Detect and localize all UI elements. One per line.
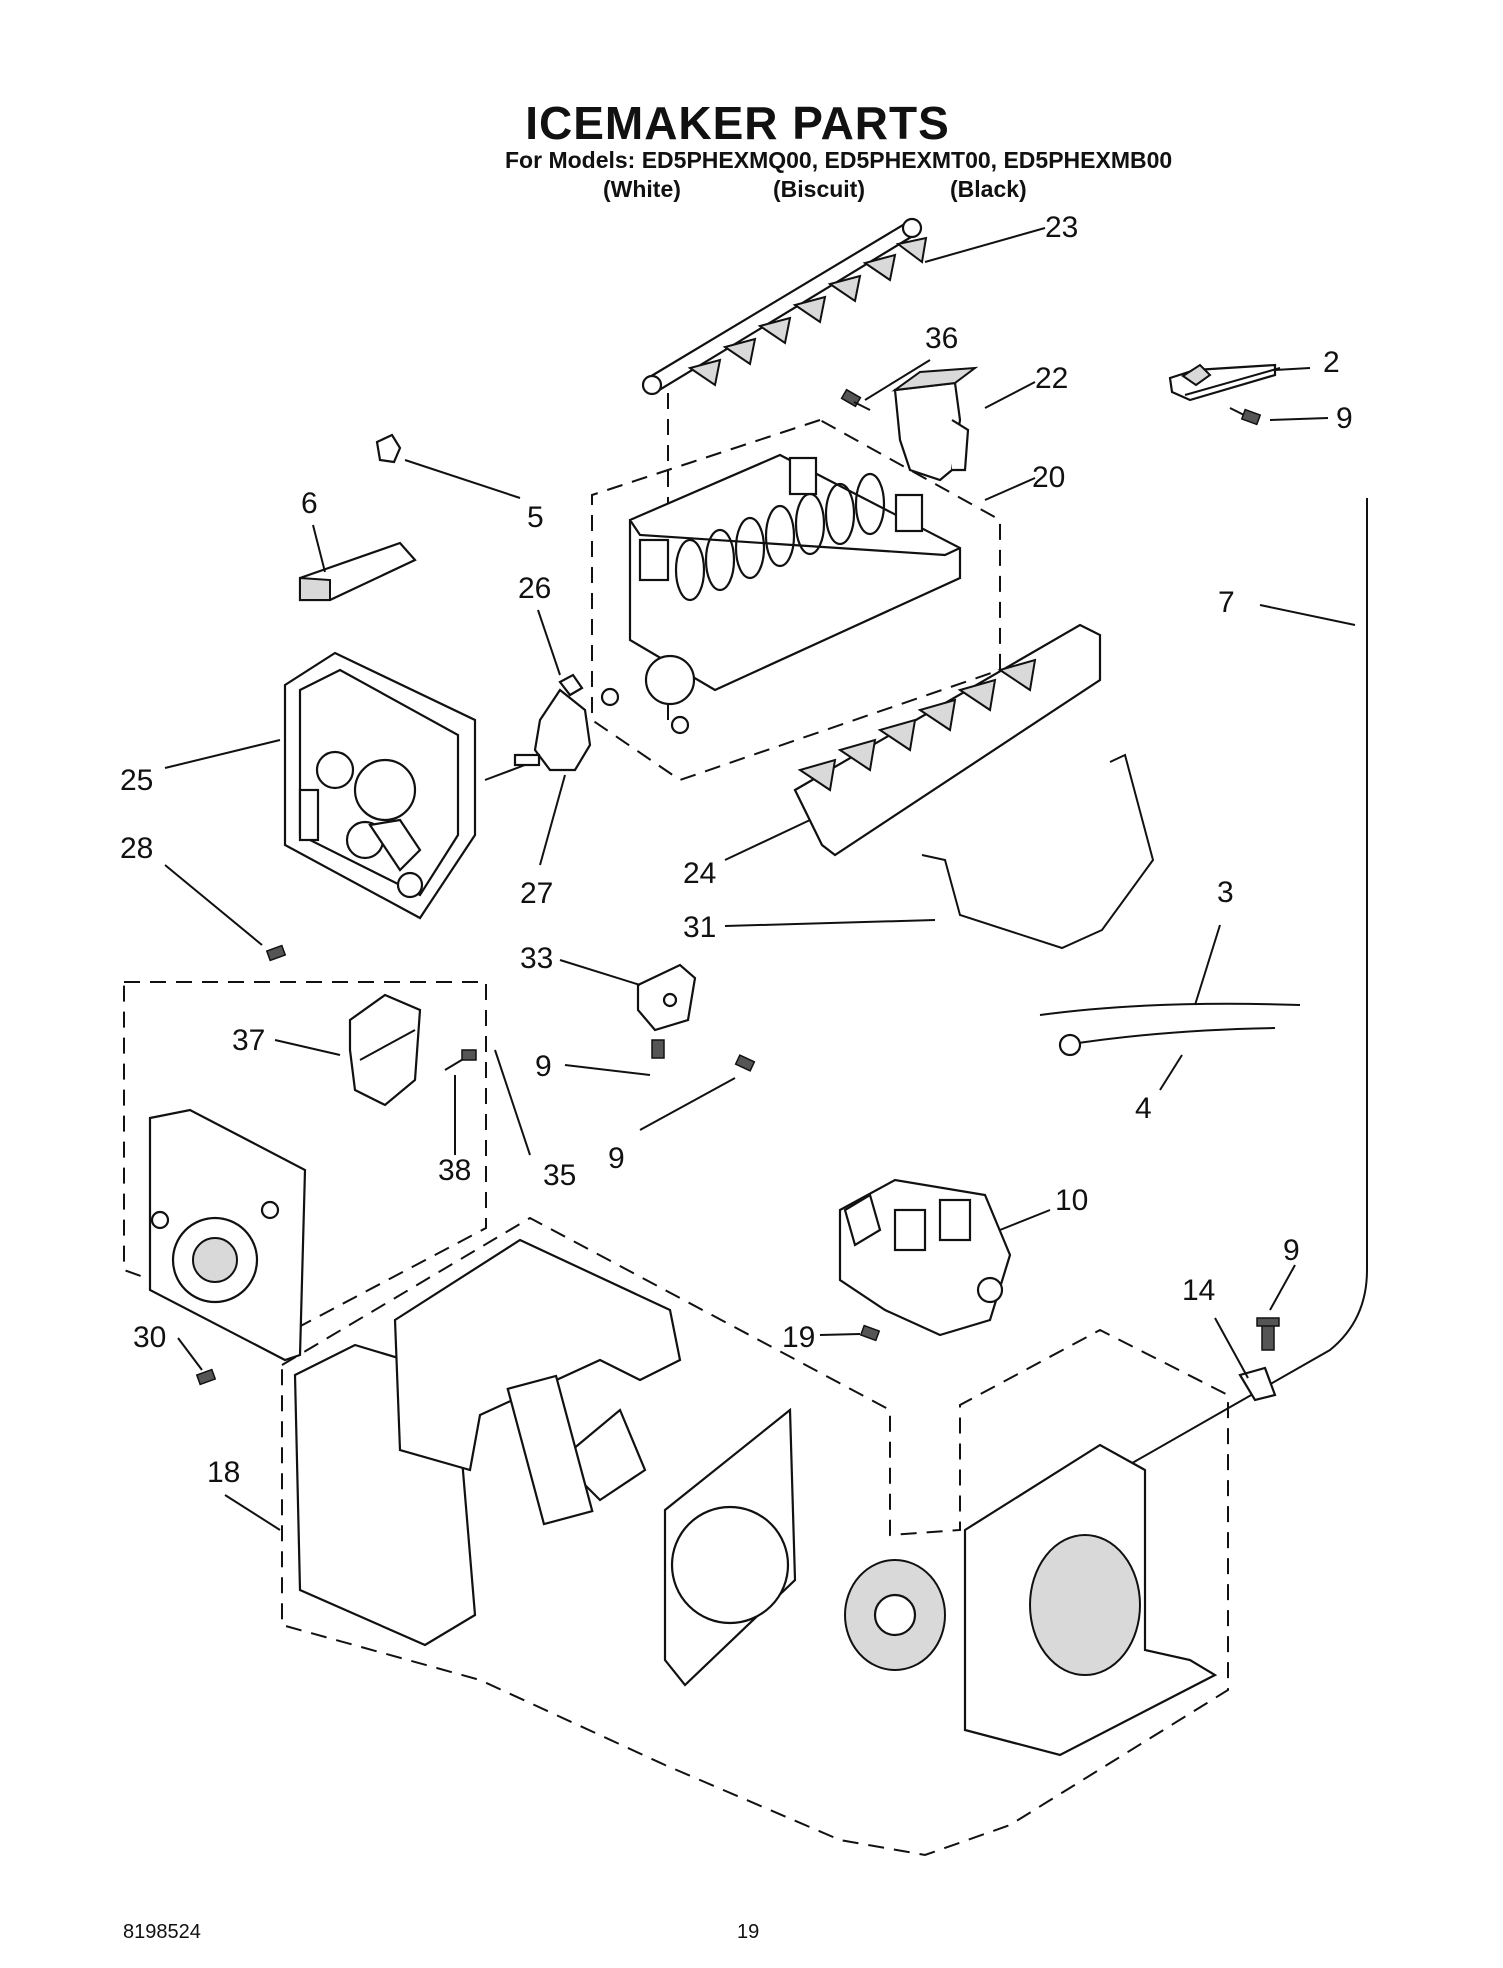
callout-37: 37 xyxy=(232,1024,265,1057)
callout-30: 30 xyxy=(133,1321,166,1354)
document-number: 8198524 xyxy=(123,1921,201,1943)
callout-2: 2 xyxy=(1323,346,1340,379)
callout-35: 35 xyxy=(543,1159,576,1192)
callout-19: 19 xyxy=(782,1321,815,1354)
models-line: For Models: ED5PHEXMQ00, ED5PHEXMT00, ED… xyxy=(505,147,1173,173)
screw-9-top-right xyxy=(1229,407,1262,426)
gear-housing-part xyxy=(148,1108,307,1362)
callout-18: 18 xyxy=(207,1456,240,1489)
callout-9: 9 xyxy=(608,1142,625,1175)
color-biscuit: (Biscuit) xyxy=(773,176,865,202)
callout-10: 10 xyxy=(1055,1184,1088,1217)
clamp-part-14 xyxy=(1238,1366,1277,1402)
page-number: 19 xyxy=(737,1921,760,1943)
screw-28 xyxy=(265,944,287,962)
shutoff-arm-part xyxy=(921,753,1155,950)
callout-36: 36 xyxy=(925,322,958,355)
callout-7: 7 xyxy=(1218,586,1235,619)
cover-part-33 xyxy=(636,963,697,1032)
shutoff-clip-part xyxy=(1168,363,1281,402)
icemaker-mold-part xyxy=(600,453,962,735)
fill-tube-part xyxy=(1119,498,1368,1471)
callout-22: 22 xyxy=(1035,362,1068,395)
bracket-part-6 xyxy=(298,541,417,602)
tube-part-3 xyxy=(1039,1002,1301,1016)
callout-33: 33 xyxy=(520,942,553,975)
callout-9: 9 xyxy=(535,1050,552,1083)
color-black: (Black) xyxy=(950,176,1027,202)
screw-36 xyxy=(840,388,871,411)
screw-38 xyxy=(444,1049,477,1071)
callout-labels: 23 36 22 2 9 5 20 6 26 7 25 27 24 28 31 … xyxy=(120,211,1353,1489)
screw-30 xyxy=(195,1368,217,1386)
fill-cup-part xyxy=(891,366,979,482)
assembly-outline-20 xyxy=(591,419,1001,782)
callout-26: 26 xyxy=(518,572,551,605)
screw-19 xyxy=(859,1324,881,1342)
ejector-part xyxy=(641,217,928,720)
callout-28: 28 xyxy=(120,832,153,865)
callout-9: 9 xyxy=(1283,1234,1300,1267)
control-housing-part xyxy=(283,651,477,920)
assembly-outline-18 xyxy=(281,1216,1229,1857)
callout-23: 23 xyxy=(1045,211,1078,244)
callout-6: 6 xyxy=(301,487,318,520)
page-title: ICEMAKER PARTS xyxy=(525,97,950,149)
icemaker-housing-part xyxy=(293,1238,1218,1757)
callout-4: 4 xyxy=(1135,1092,1152,1125)
screw-9-lower-right xyxy=(1256,1317,1280,1351)
screw-9-middle xyxy=(651,1039,756,1072)
callout-27: 27 xyxy=(520,877,553,910)
water-valve-part xyxy=(838,1178,1012,1337)
callout-24: 24 xyxy=(683,857,716,890)
callout-31: 31 xyxy=(683,911,716,944)
color-white: (White) xyxy=(603,176,681,202)
assembly-outline-35 xyxy=(123,981,487,1332)
motor-part xyxy=(484,688,592,781)
callout-20: 20 xyxy=(1032,461,1065,494)
callout-5: 5 xyxy=(527,501,544,534)
callout-14: 14 xyxy=(1182,1274,1215,1307)
callout-9: 9 xyxy=(1336,402,1353,435)
clip-part-5 xyxy=(375,433,402,464)
leader-lines xyxy=(164,227,1356,1531)
tube-part-4 xyxy=(1058,1027,1276,1057)
callout-38: 38 xyxy=(438,1154,471,1187)
callout-25: 25 xyxy=(120,764,153,797)
callout-3: 3 xyxy=(1217,876,1234,909)
timer-motor-part xyxy=(348,993,422,1107)
part-26 xyxy=(558,673,584,697)
stripper-part xyxy=(793,623,1102,857)
